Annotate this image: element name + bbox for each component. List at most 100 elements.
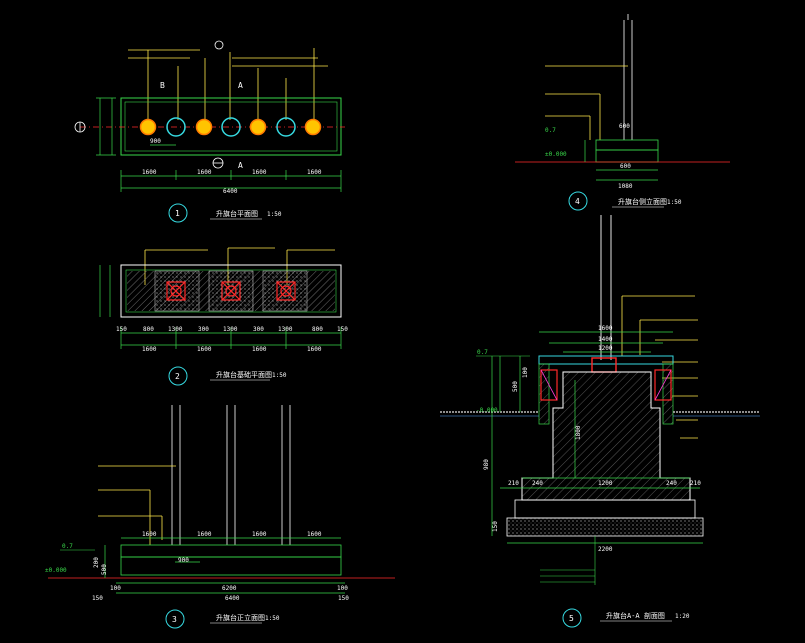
svg-text:150: 150 [116, 326, 127, 333]
elevation-level-07: 0.7 [62, 543, 73, 550]
section-flagpole [600, 215, 612, 360]
svg-text:150: 150 [92, 595, 103, 602]
section-lights [540, 369, 672, 401]
svg-text:1600: 1600 [142, 531, 157, 538]
svg-text:1600: 1600 [598, 325, 613, 332]
elevation-dimension-lines [104, 537, 345, 594]
view-3-title: 升旗台正立面图 [216, 613, 265, 622]
section-mark-a-bottom: A [238, 161, 243, 170]
view-5-number-circle [562, 608, 582, 628]
svg-text:200: 200 [93, 557, 100, 568]
svg-text:240: 240 [666, 480, 677, 487]
view-3-number-circle [165, 609, 185, 629]
svg-text:1600: 1600 [252, 346, 267, 353]
view-5-section-aa: 1600 1400 1200 1200 210 240 240 210 2200… [440, 215, 760, 628]
svg-text:300: 300 [198, 326, 209, 333]
side-level-07: 0.7 [545, 127, 556, 134]
svg-text:100: 100 [110, 585, 121, 592]
svg-text:1300: 1300 [278, 326, 293, 333]
pole-circle [221, 117, 241, 137]
view-4-scale: 1:50 [667, 199, 682, 206]
svg-text:6400: 6400 [223, 188, 238, 195]
side-dimension-lines [584, 140, 658, 181]
section-level-0: -0.000 [476, 407, 498, 414]
svg-text:1600: 1600 [307, 346, 322, 353]
section-footing [514, 499, 696, 519]
view-1-number: 1 [175, 209, 180, 218]
plan-leader-lines [128, 48, 328, 120]
view-2-number-circle [168, 366, 188, 386]
foundation-dimension-texts: 150 800 1300 300 1300 300 1300 800 150 1… [116, 326, 348, 353]
section-dimension-lines [491, 331, 703, 544]
svg-text:500: 500 [101, 564, 108, 575]
view-5-title: 升旗台A-A 剖面图 [606, 611, 665, 620]
elevation-flagpoles [171, 405, 291, 545]
svg-text:1600: 1600 [252, 531, 267, 538]
svg-text:150: 150 [492, 521, 499, 532]
elevation-level-0: ±0.000 [45, 567, 67, 574]
section-mark-b: B [160, 81, 165, 90]
view-2-title: 升旗台基础平面图 [216, 370, 272, 379]
pole-circle [166, 117, 186, 137]
elevation-dimension-texts: 1600 1600 1600 1600 100 6200 100 900 150… [92, 531, 349, 602]
svg-text:100: 100 [337, 585, 348, 592]
view-3-number: 3 [172, 615, 177, 624]
svg-text:100: 100 [522, 367, 529, 378]
plan-dimension-texts: 1600 1600 1600 1600 6400 900 [142, 138, 322, 195]
svg-text:1080: 1080 [618, 183, 633, 190]
svg-text:1400: 1400 [598, 336, 613, 343]
plan-dimension-lines [96, 97, 342, 192]
foundation-anchor-plates [166, 281, 296, 301]
foundation-outline [120, 264, 342, 318]
section-mark-a-top: A [238, 81, 243, 90]
view-1-title: 升旗台平面图 [216, 209, 258, 218]
lamp-circle [249, 118, 267, 136]
section-top-slab [538, 355, 674, 365]
svg-text:800: 800 [312, 326, 323, 333]
view-1-scale: 1:50 [267, 211, 282, 218]
svg-text:1300: 1300 [168, 326, 183, 333]
plan-inner-outline [124, 101, 338, 152]
plan-platform-outline [120, 97, 342, 156]
lamp-circle [139, 118, 157, 136]
svg-text:1600: 1600 [197, 346, 212, 353]
view-4-side-elevation: 600 1080 600 0.7 ±0.000 4 升旗台侧立面图 1:50 [515, 14, 730, 211]
svg-text:1800: 1800 [575, 425, 582, 440]
svg-text:1200: 1200 [598, 480, 613, 487]
svg-text:1600: 1600 [307, 169, 322, 176]
view-1-number-circle [168, 203, 188, 223]
svg-text:1600: 1600 [197, 531, 212, 538]
svg-text:1600: 1600 [142, 169, 157, 176]
elevation-platform-body [120, 556, 342, 576]
section-bottom-notes [540, 536, 596, 585]
section-dimension-texts: 1600 1400 1200 1200 210 240 240 210 2200… [483, 325, 701, 553]
svg-text:1300: 1300 [223, 326, 238, 333]
foundation-dimension-lines [99, 265, 342, 349]
svg-text:900: 900 [150, 138, 161, 145]
svg-text:6400: 6400 [225, 595, 240, 602]
plan-flagpole-bases [139, 117, 322, 137]
lamp-circle [195, 118, 213, 136]
svg-text:6200: 6200 [222, 585, 237, 592]
side-flagpole [623, 20, 633, 140]
side-leader-lines [545, 65, 628, 140]
view-5-scale: 1:20 [675, 613, 690, 620]
section-level-07: 0.7 [477, 349, 488, 356]
lamp-circle [304, 118, 322, 136]
section-symbol-top [214, 40, 224, 50]
side-level-0: ±0.000 [545, 151, 567, 158]
svg-text:800: 800 [143, 326, 154, 333]
view-4-number-circle [568, 191, 588, 211]
view-3-front-elevation: 1600 1600 1600 1600 100 6200 100 900 150… [45, 405, 395, 629]
svg-text:900: 900 [178, 557, 189, 564]
section-leader-lines [621, 295, 698, 439]
svg-text:1600: 1600 [307, 531, 322, 538]
svg-text:500: 500 [512, 381, 519, 392]
svg-text:980: 980 [483, 459, 490, 470]
svg-text:600: 600 [619, 123, 630, 130]
svg-text:150: 150 [338, 595, 349, 602]
svg-text:300: 300 [253, 326, 264, 333]
svg-text:1200: 1200 [598, 345, 613, 352]
elevation-leader-lines [98, 465, 176, 545]
